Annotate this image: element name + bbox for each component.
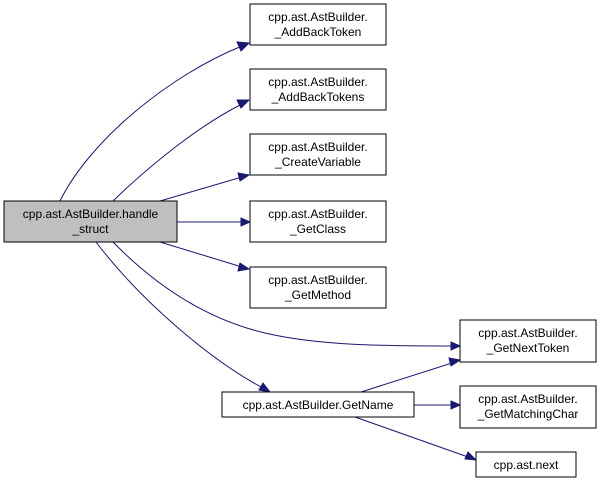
edge-get-name-to-get-next-token bbox=[360, 362, 453, 393]
node-get-class-line1: cpp.ast.AstBuilder. bbox=[268, 207, 367, 221]
node-get-next-token[interactable]: cpp.ast.AstBuilder. _GetNextToken bbox=[459, 319, 597, 363]
edge-handle-struct-to-add-back-tokens bbox=[112, 103, 243, 202]
node-next-box bbox=[475, 451, 577, 478]
node-get-class[interactable]: cpp.ast.AstBuilder. _GetClass bbox=[249, 200, 387, 243]
node-create-variable[interactable]: cpp.ast.AstBuilder. _CreateVariable bbox=[249, 133, 387, 176]
node-get-class-box bbox=[249, 200, 387, 243]
edge-get-name-to-get-next-token-arrowhead bbox=[448, 357, 462, 367]
node-handle-struct-box bbox=[3, 200, 178, 243]
node-get-matching-char[interactable]: cpp.ast.AstBuilder. _GetMatchingChar bbox=[459, 385, 597, 429]
node-get-class-line2: _GetClass bbox=[289, 222, 346, 236]
node-add-back-tokens[interactable]: cpp.ast.AstBuilder. _AddBackTokens bbox=[249, 68, 387, 111]
node-handle-struct-line1: cpp.ast.AstBuilder.handle bbox=[23, 207, 159, 221]
node-get-matching-char-line1: cpp.ast.AstBuilder. bbox=[478, 392, 577, 406]
node-get-next-token-line2: _GetNextToken bbox=[486, 341, 570, 355]
node-get-name-box bbox=[221, 391, 415, 418]
node-add-back-tokens-line2: _AddBackTokens bbox=[271, 90, 365, 104]
node-add-back-token-line1: cpp.ast.AstBuilder. bbox=[268, 10, 367, 24]
edge-handle-struct-to-get-method-arrowhead bbox=[237, 262, 251, 272]
node-create-variable-line2: _CreateVariable bbox=[274, 155, 361, 169]
node-get-name[interactable]: cpp.ast.AstBuilder.GetName bbox=[221, 391, 415, 418]
node-get-next-token-line1: cpp.ast.AstBuilder. bbox=[478, 326, 577, 340]
edges bbox=[59, 41, 478, 461]
node-add-back-token-box bbox=[249, 3, 387, 46]
node-handle-struct[interactable]: cpp.ast.AstBuilder.handle _struct bbox=[3, 200, 178, 243]
node-add-back-tokens-line1: cpp.ast.AstBuilder. bbox=[268, 75, 367, 89]
edge-handle-struct-to-get-method bbox=[159, 241, 243, 268]
node-next-label: cpp.ast.next bbox=[494, 458, 559, 472]
edge-get-name-to-next bbox=[354, 416, 469, 458]
node-next[interactable]: cpp.ast.next bbox=[475, 451, 577, 478]
edge-handle-struct-to-get-next-token bbox=[112, 241, 453, 347]
edge-handle-struct-to-create-variable bbox=[159, 176, 243, 202]
edge-handle-struct-to-get-name-arrowhead bbox=[258, 382, 272, 393]
node-get-method[interactable]: cpp.ast.AstBuilder. _GetMethod bbox=[249, 266, 387, 309]
node-get-matching-char-box bbox=[459, 385, 597, 429]
edge-handle-struct-to-add-back-token-arrowhead bbox=[236, 41, 251, 52]
node-get-method-line2: _GetMethod bbox=[284, 288, 351, 302]
node-handle-struct-line2: _struct bbox=[71, 222, 109, 236]
node-get-matching-char-line2: _GetMatchingChar bbox=[477, 407, 579, 421]
edge-handle-struct-to-add-back-token bbox=[59, 45, 243, 202]
edge-handle-struct-to-create-variable-arrowhead bbox=[237, 172, 251, 182]
edge-get-name-to-get-matching-char-arrowhead bbox=[450, 400, 462, 410]
node-create-variable-line1: cpp.ast.AstBuilder. bbox=[268, 140, 367, 154]
edge-handle-struct-to-get-class-arrowhead bbox=[240, 217, 252, 227]
node-get-next-token-box bbox=[459, 319, 597, 363]
node-get-method-line1: cpp.ast.AstBuilder. bbox=[268, 273, 367, 287]
node-add-back-tokens-box bbox=[249, 68, 387, 111]
node-add-back-token-line2: _AddBackToken bbox=[274, 25, 362, 39]
edge-handle-struct-to-get-name bbox=[95, 241, 264, 389]
node-get-method-box bbox=[249, 266, 387, 309]
edge-handle-struct-to-add-back-tokens-arrowhead bbox=[236, 99, 251, 109]
edge-get-name-to-next-arrowhead bbox=[464, 451, 478, 461]
node-get-name-label: cpp.ast.AstBuilder.GetName bbox=[243, 398, 394, 412]
node-create-variable-box bbox=[249, 133, 387, 176]
node-add-back-token[interactable]: cpp.ast.AstBuilder. _AddBackToken bbox=[249, 3, 387, 46]
edge-handle-struct-to-get-next-token-arrowhead bbox=[450, 341, 462, 351]
